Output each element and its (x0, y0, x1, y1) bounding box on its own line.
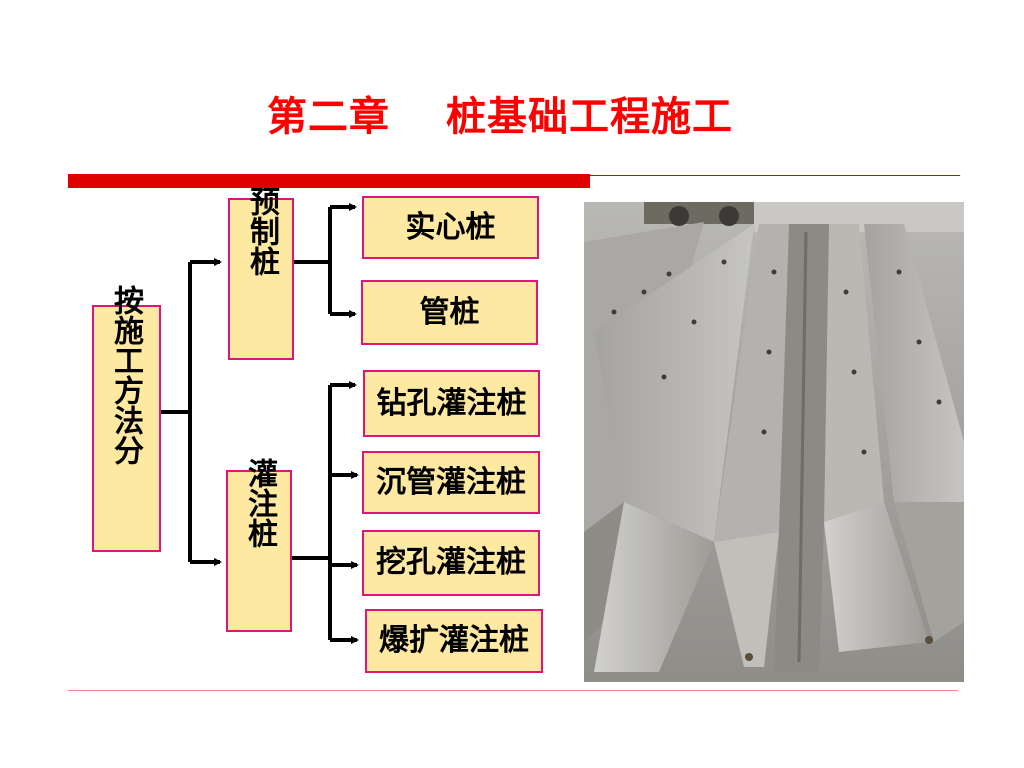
group-box-cast-in-place: 灌注桩 (226, 470, 292, 632)
leaf-driven-cast-pile: 沉管灌注桩 (362, 451, 540, 514)
precast-concrete-piles-photo (584, 202, 964, 682)
group-box-precast: 预制桩 (228, 198, 294, 360)
group-label-cast-in-place: 灌注桩 (244, 458, 274, 548)
precast-piles-photo (584, 202, 964, 682)
leaf-dug-pile: 挖孔灌注桩 (362, 530, 540, 596)
root-box: 按施工方法分 (92, 305, 161, 552)
group-label-precast: 预制桩 (246, 186, 276, 276)
root-label: 按施工方法分 (110, 285, 140, 465)
leaf-solid-pile: 实心桩 (362, 196, 539, 259)
bottom-rule (68, 690, 958, 691)
leaf-pipe-pile: 管桩 (361, 280, 538, 345)
leaf-bored-pile: 钻孔灌注桩 (363, 370, 540, 437)
leaf-belled-pile: 爆扩灌注桩 (365, 609, 543, 673)
